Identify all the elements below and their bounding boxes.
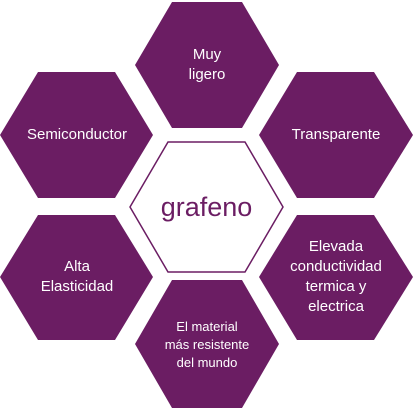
center-title: grafeno <box>160 191 253 222</box>
hexagon-top <box>135 2 279 128</box>
property-top-right-label: Transparente <box>291 126 381 143</box>
property-bottom-label: El material más resistente del mundo <box>164 319 250 370</box>
property-bottom-right-label: Elevada conductividad termica y electric… <box>290 238 382 315</box>
hexagon-bottom-left <box>0 215 153 340</box>
hexagon-top-right <box>259 72 413 198</box>
hexagon-top-left <box>0 72 153 198</box>
property-top-label: Muy ligero <box>188 46 226 83</box>
property-top-left-label: Semiconductor <box>26 126 128 143</box>
property-bottom-left-label: Alta Elasticidad <box>40 258 114 295</box>
hexagon-bottom-right <box>259 215 413 340</box>
hexagon-bottom <box>135 280 279 408</box>
hexagon-center <box>129 141 284 273</box>
